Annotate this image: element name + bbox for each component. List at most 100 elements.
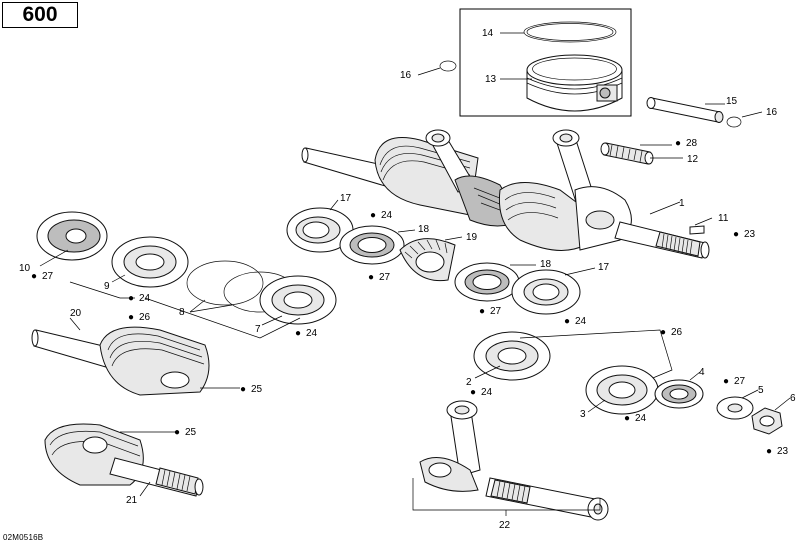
lube-ref-24-lower: ● 24 xyxy=(564,316,587,327)
lube-ref-24-left: ● 24 xyxy=(128,293,151,304)
oil-drop-icon: ● xyxy=(564,316,570,327)
oil-drop-icon: ● xyxy=(240,384,246,395)
callout-22: 22 xyxy=(499,520,511,531)
oil-drop-icon: ● xyxy=(295,328,301,339)
oil-drop-icon: ● xyxy=(31,271,37,282)
callout-4: 4 xyxy=(699,367,705,378)
callout-12: 12 xyxy=(687,154,699,165)
oil-drop-icon: ● xyxy=(766,446,772,457)
bevel-gear[interactable] xyxy=(399,238,456,282)
woodruff-key[interactable] xyxy=(689,225,705,235)
lube-ref-23-lower: ●23 xyxy=(766,446,789,457)
lube-ref-27-mag: ● 27 xyxy=(723,376,746,387)
svg-text:26: 26 xyxy=(671,327,683,338)
callout-16-right: 16 xyxy=(766,107,778,118)
connecting-rod-assembly[interactable] xyxy=(419,400,609,521)
lube-ref-24-center-rh: ●24 xyxy=(470,387,493,398)
main-bearing-upper-center[interactable] xyxy=(286,207,354,253)
oil-drop-icon: ● xyxy=(624,413,630,424)
callout-2: 2 xyxy=(466,377,472,388)
diagram-code: 02M0516B xyxy=(3,533,44,542)
callout-21: 21 xyxy=(126,495,138,506)
crankshaft-assembly[interactable] xyxy=(301,129,710,259)
lube-ref-27-lower: ● 27 xyxy=(479,306,502,317)
lube-reference-labels: ●28 ●24 ●23 ●27 ●24 ●26 ●27 ●27 ●24 ●24 … xyxy=(31,138,789,457)
lube-ref-25-pto: ● 25 xyxy=(240,384,263,395)
piston-group-frame xyxy=(459,8,632,117)
lube-ref-27-left: ● 27 xyxy=(31,271,54,282)
callout-9: 9 xyxy=(104,281,110,292)
oil-drop-icon: ● xyxy=(470,387,476,398)
lube-ref-26-right: ● 26 xyxy=(660,327,683,338)
lube-ref-24-pto: ●24 xyxy=(295,328,318,339)
oil-drop-icon: ● xyxy=(128,312,134,323)
callout-6: 6 xyxy=(790,393,796,404)
callout-19: 19 xyxy=(466,232,478,243)
svg-text:27: 27 xyxy=(42,271,54,282)
callout-10: 10 xyxy=(19,263,31,274)
crankshaft-pto-half[interactable] xyxy=(31,326,210,396)
needle-bearing[interactable] xyxy=(600,142,654,165)
piston-pin[interactable] xyxy=(646,97,724,123)
callout-13: 13 xyxy=(485,74,497,85)
callout-5: 5 xyxy=(758,385,764,396)
oil-drop-icon: ● xyxy=(723,376,729,387)
nut[interactable] xyxy=(751,407,783,435)
oil-drop-icon: ● xyxy=(660,327,666,338)
lube-ref-27-center: ● 27 xyxy=(368,272,391,283)
svg-text:28: 28 xyxy=(686,138,698,149)
oil-seal-lower[interactable] xyxy=(454,262,520,302)
callout-1: 1 xyxy=(679,198,685,209)
oil-drop-icon: ● xyxy=(675,138,681,149)
callout-18-lower: 18 xyxy=(540,259,552,270)
svg-text:25: 25 xyxy=(251,384,263,395)
svg-text:27: 27 xyxy=(490,306,502,317)
callout-15: 15 xyxy=(726,96,738,107)
oil-drop-icon: ● xyxy=(479,306,485,317)
oil-drop-icon: ● xyxy=(370,210,376,221)
callout-3: 3 xyxy=(580,409,586,420)
washer[interactable] xyxy=(716,396,754,420)
oil-drop-icon: ● xyxy=(128,293,134,304)
piston-pin-clip-right[interactable] xyxy=(726,116,742,128)
callout-8: 8 xyxy=(179,307,185,318)
svg-text:24: 24 xyxy=(139,293,151,304)
svg-text:27: 27 xyxy=(379,272,391,283)
svg-text:26: 26 xyxy=(139,312,151,323)
main-bearing-pto[interactable] xyxy=(259,275,337,325)
lube-ref-26-left: ● 26 xyxy=(128,312,151,323)
callout-20: 20 xyxy=(70,308,82,319)
main-bearing-lower-center[interactable] xyxy=(511,269,581,315)
piston[interactable] xyxy=(526,54,623,112)
lube-ref-28: ● 28 xyxy=(675,138,698,149)
piston-ring[interactable] xyxy=(523,21,617,43)
svg-text:23: 23 xyxy=(744,229,756,240)
callout-7: 7 xyxy=(255,324,261,335)
callout-17-lower: 17 xyxy=(598,262,610,273)
outer-oil-seal-left[interactable] xyxy=(36,211,108,261)
callout-16-left: 16 xyxy=(400,70,412,81)
oil-drop-icon: ● xyxy=(368,272,374,283)
callout-14: 14 xyxy=(482,28,494,39)
piston-pin-clip-left[interactable] xyxy=(439,60,457,72)
oil-drop-icon: ● xyxy=(174,427,180,438)
callout-11: 11 xyxy=(718,213,729,224)
lube-ref-24-mag: ● 24 xyxy=(624,413,647,424)
callout-17-upper: 17 xyxy=(340,193,352,204)
crankshaft-mag-half[interactable] xyxy=(44,423,204,497)
svg-text:24: 24 xyxy=(635,413,647,424)
callout-18-upper: 18 xyxy=(418,224,430,235)
oil-seal-upper[interactable] xyxy=(339,225,405,265)
main-bearing-center-rh[interactable] xyxy=(473,331,551,381)
outer-oil-seal-mag[interactable] xyxy=(654,379,704,409)
lube-ref-23-upper: ● 23 xyxy=(733,229,756,240)
svg-text:27: 27 xyxy=(734,376,746,387)
svg-text:24: 24 xyxy=(575,316,587,327)
outer-bearing-mag[interactable] xyxy=(585,365,659,415)
svg-text:25: 25 xyxy=(185,427,197,438)
lube-ref-24-upper: ●24 xyxy=(370,210,393,221)
outer-bearing-left[interactable] xyxy=(111,236,189,288)
oil-drop-icon: ● xyxy=(733,229,739,240)
retaining-ring-outer[interactable] xyxy=(186,260,264,306)
